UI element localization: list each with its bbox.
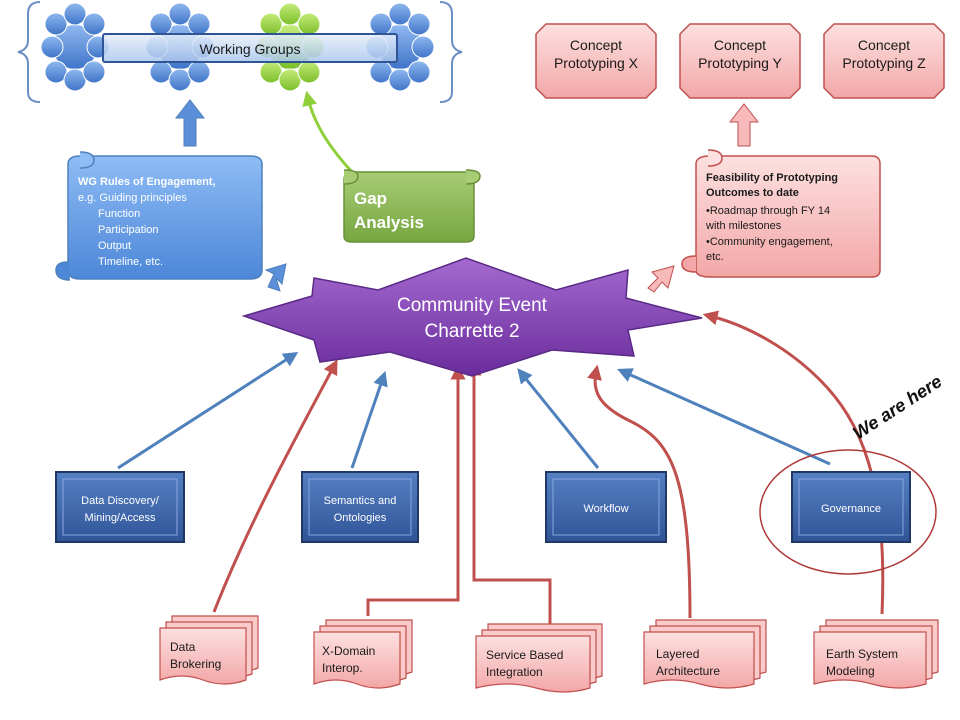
working-groups-bar [102, 33, 398, 63]
activity-2-line1: Semantics and [324, 495, 397, 507]
doc-5-line1: Earth System [826, 647, 898, 661]
arrow-x-domain [366, 364, 466, 616]
doc-3-line2: Integration [486, 665, 543, 679]
working-groups-cluster: Working Groups [17, 1, 463, 103]
diagonal-arrow-pink [647, 265, 675, 293]
gap-analysis-line1: Gap [354, 189, 387, 208]
activity-box-semantics: Semantics and Ontologies [301, 471, 419, 543]
concept-box-y: Concept Prototyping Y [679, 23, 801, 99]
concept-y-line2: Prototyping Y [698, 55, 782, 71]
doc-2-line2: Interop. [322, 661, 363, 675]
feasibility-line-1: •Roadmap through FY 14 [706, 205, 830, 217]
working-group-node-blue-1 [40, 2, 110, 92]
gap-analysis-line2: Analysis [354, 213, 424, 232]
activity-box-workflow: Workflow [545, 471, 667, 543]
concept-y-line1: Concept [714, 37, 766, 53]
right-brace [439, 1, 463, 103]
event-line2: Charrette 2 [424, 321, 519, 342]
gap-to-groups-arrow [302, 90, 354, 174]
governance-highlight-ellipse [759, 449, 937, 575]
doc-2-line1: X-Domain [322, 644, 375, 658]
doc-3-line1: Service Based [486, 648, 563, 662]
wg-rules-scroll: WG Rules of Engagement, e.g. Guiding pri… [55, 151, 263, 281]
working-groups-label: Working Groups [200, 41, 301, 57]
activity-3-line1: Workflow [583, 503, 628, 515]
activity-box-governance: Governance [791, 471, 911, 543]
feasibility-line-2: with milestones [705, 220, 782, 232]
up-arrow-pink [728, 103, 760, 147]
diagonal-arrow-blue [264, 263, 287, 292]
up-arrow-blue [174, 99, 206, 147]
event-line1: Community Event [397, 295, 548, 316]
concept-z-line1: Concept [858, 37, 910, 53]
concept-x-line2: Prototyping X [554, 55, 639, 71]
arrow-data-discovery [117, 351, 299, 470]
left-brace [17, 1, 41, 103]
activity-4-line1: Governance [821, 503, 881, 515]
wg-rules-line-3: Participation [98, 224, 159, 236]
document-stack-earth-system: Earth System Modeling [813, 619, 939, 689]
feasibility-line-3: •Community engagement, [706, 236, 833, 248]
concept-box-x: Concept Prototyping X [535, 23, 657, 99]
activity-1-line1: Data Discovery/ [81, 495, 160, 507]
document-stack-x-domain: X-Domain Interop. [313, 619, 413, 689]
connector-arrows [117, 310, 885, 624]
document-stack-service-based: Service Based Integration [475, 623, 603, 693]
arrow-semantics [350, 370, 388, 469]
wg-rules-line-1: e.g. Guiding principles [78, 192, 187, 204]
doc-1-line1: Data [170, 640, 196, 654]
feasibility-title-2: Outcomes to date [706, 187, 799, 199]
doc-1-line2: Brokering [170, 657, 221, 671]
wg-rules-title: WG Rules of Engagement [78, 176, 213, 188]
arrow-data-brokering [212, 359, 338, 613]
concept-box-z: Concept Prototyping Z [823, 23, 945, 99]
concept-z-line2: Prototyping Z [842, 55, 926, 71]
community-event-star: Community Event Charrette 2 [241, 257, 703, 377]
arrow-workflow [517, 368, 600, 469]
wg-rules-line-2: Function [98, 208, 140, 220]
wg-rules-title-suffix: , [212, 176, 215, 188]
activity-box-data-discovery: Data Discovery/ Mining/Access [55, 471, 185, 543]
concept-x-line1: Concept [570, 37, 622, 53]
wg-rules-line-4: Output [98, 240, 131, 252]
we-are-here-annotation: We are here [849, 371, 945, 443]
svg-text:WG Rules of Engagement,: WG Rules of Engagement, [78, 176, 216, 188]
activity-2-line2: Ontologies [334, 512, 387, 524]
arrow-earth-system [702, 310, 885, 615]
feasibility-scroll: Feasibility of Prototyping Outcomes to d… [681, 149, 881, 278]
arrow-service-based [466, 360, 552, 624]
doc-4-line2: Architecture [656, 664, 720, 678]
doc-5-line2: Modeling [826, 664, 875, 678]
gap-analysis-scroll: Gap Analysis [343, 169, 481, 243]
feasibility-title-1: Feasibility of Prototyping [706, 172, 838, 184]
arrow-layered [587, 364, 692, 619]
document-stack-data-brokering: Data Brokering [159, 615, 259, 685]
doc-4-line1: Layered [656, 647, 699, 661]
arrow-governance [617, 368, 831, 466]
activity-1-line2: Mining/Access [85, 512, 156, 524]
wg-rules-line-5: Timeline, etc. [98, 256, 163, 268]
document-stack-layered: Layered Architecture [643, 619, 767, 689]
feasibility-line-4: etc. [706, 251, 724, 263]
